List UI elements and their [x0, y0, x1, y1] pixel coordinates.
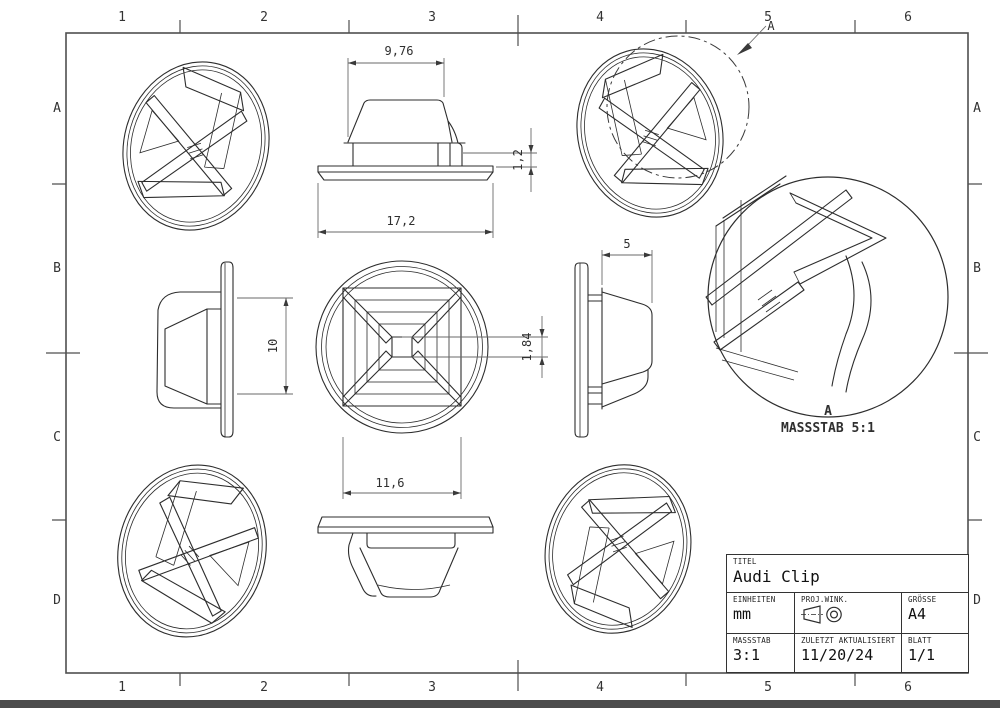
- col-label-top-3: 3: [428, 10, 436, 25]
- detail-callout-arrow: [737, 43, 752, 55]
- top-view: 1,84 11,6: [315, 260, 548, 499]
- detail-view-scale: MASSSTAB 5:1: [781, 421, 875, 436]
- col-label-top-2: 2: [260, 10, 268, 25]
- aktualisiert-label: ZULETZT AKTUALISIERT: [801, 636, 896, 645]
- col-label-bottom-4: 4: [596, 680, 604, 695]
- aktualisiert-value: 11/20/24: [801, 646, 874, 664]
- title-block-massstab-cell: MASSSTAB 3:1: [727, 633, 794, 672]
- massstab-value: 3:1: [733, 646, 761, 664]
- massstab-label: MASSSTAB: [733, 636, 771, 645]
- blatt-value: 1/1: [908, 646, 936, 664]
- window-bottom-edge: [0, 700, 1000, 708]
- col-label-bottom-6: 6: [904, 680, 912, 695]
- row-label-right-b: B: [973, 261, 981, 276]
- titel-label: TITEL: [733, 557, 757, 566]
- row-label-right-c: C: [973, 430, 981, 445]
- col-label-bottom-5: 5: [764, 680, 772, 695]
- iso-view-top-left: [102, 43, 290, 249]
- dim-flange-thickness: 1,2: [511, 149, 525, 171]
- dim-head-width: 9,76: [385, 44, 414, 58]
- dim-depth: 5: [623, 237, 630, 251]
- detail-view-letter: A: [824, 404, 832, 419]
- row-label-left-d: D: [53, 593, 61, 608]
- title-block-blatt-cell: BLATT 1/1: [901, 633, 968, 672]
- row-label-left-c: C: [53, 430, 61, 445]
- groesse-value: A4: [908, 605, 927, 623]
- blatt-label: BLATT: [908, 636, 932, 645]
- row-label-right-a: A: [973, 101, 981, 116]
- title-block-groesse-cell: GRÖSSE A4: [901, 592, 968, 633]
- drawing-title: Audi Clip: [733, 567, 820, 586]
- iso-view-top-right: [556, 30, 744, 236]
- dim-slot: 1,84: [520, 333, 534, 362]
- zone-labels: 1 2 3 4 5 6 1 2 3 4 5 6 A B C D A B C D: [53, 10, 981, 695]
- left-side-view: 10: [156, 261, 293, 438]
- iso-view-bottom-right: [525, 447, 711, 651]
- right-side-view: 5: [574, 237, 653, 438]
- col-label-top-1: 1: [118, 10, 126, 25]
- projwink-label: PROJ.WINK.: [801, 595, 849, 604]
- detail-callout-circle: [606, 35, 750, 179]
- title-block-titel-cell: TITEL Audi Clip: [727, 555, 968, 592]
- title-block: TITEL Audi Clip EINHEITEN mm PROJ.WINK. …: [726, 554, 969, 673]
- dim-top-width: 11,6: [376, 476, 405, 490]
- rear-view: [317, 516, 494, 598]
- row-label-right-d: D: [973, 593, 981, 608]
- first-angle-projection-icon: [801, 605, 842, 624]
- row-label-left-b: B: [53, 261, 61, 276]
- title-block-aktualisiert-cell: ZULETZT AKTUALISIERT 11/20/24: [794, 633, 901, 672]
- zone-ticks: [46, 15, 988, 691]
- detail-view-a: A MASSSTAB 5:1: [705, 175, 949, 436]
- einheiten-label: EINHEITEN: [733, 595, 776, 604]
- einheiten-value: mm: [733, 605, 752, 623]
- title-block-einheiten-cell: EINHEITEN mm: [727, 592, 794, 633]
- col-label-top-4: 4: [596, 10, 604, 25]
- col-label-top-6: 6: [904, 10, 912, 25]
- front-view: 9,76 17,2 1,2: [317, 44, 537, 238]
- row-label-left-a: A: [53, 101, 61, 116]
- col-label-bottom-3: 3: [428, 680, 436, 695]
- dim-height: 10: [266, 339, 280, 353]
- detail-callout-letter: A: [767, 19, 775, 33]
- detail-callout: A: [606, 19, 775, 179]
- title-block-projwink-cell: PROJ.WINK.: [794, 592, 901, 633]
- col-label-bottom-2: 2: [260, 680, 268, 695]
- col-label-top-5: 5: [764, 10, 772, 25]
- col-label-bottom-1: 1: [118, 680, 126, 695]
- groesse-label: GRÖSSE: [908, 595, 937, 604]
- dim-base-width: 17,2: [387, 214, 416, 228]
- iso-view-bottom-left: [99, 448, 285, 654]
